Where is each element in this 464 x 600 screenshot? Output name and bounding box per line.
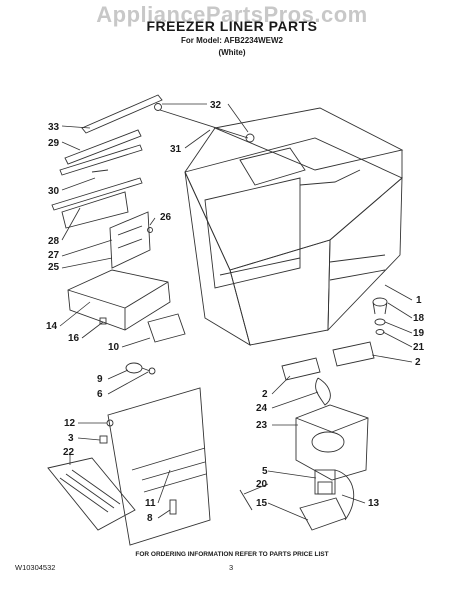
callout-label: 22: [63, 447, 75, 458]
bracket-parts: [109, 211, 153, 269]
callout-label: 11: [145, 498, 156, 509]
callout-label: 3: [68, 433, 74, 444]
callout-label: 18: [413, 313, 425, 324]
ordering-info: FOR ORDERING INFORMATION REFER TO PARTS …: [135, 551, 329, 558]
callout-label: 26: [160, 212, 172, 223]
callout-label: 14: [46, 321, 58, 332]
callout-label: 20: [256, 479, 268, 490]
callout-label: 13: [368, 498, 380, 509]
callout-label: 10: [108, 342, 120, 353]
page-title: FREEZER LINER PARTS: [146, 18, 318, 34]
callout-label: 27: [48, 250, 60, 261]
page-number: 3: [229, 563, 234, 572]
filler-pad-b: [332, 341, 375, 367]
watermark: AppliancePartsPros.com: [96, 2, 368, 27]
callout-label: 24: [256, 403, 268, 414]
callout-label: 6: [97, 389, 103, 400]
freezer-liner-bin: [184, 107, 404, 346]
callout-label: 12: [64, 418, 76, 429]
screw-part-20: [239, 489, 253, 511]
callout-label: 19: [413, 328, 425, 339]
foam-pad: [147, 313, 186, 343]
callout-label: 2: [415, 357, 421, 368]
callout-labels: 33 32 29 31 30 28 26 27 25 1 14 18 16 19…: [46, 100, 425, 524]
callout-label: 23: [256, 420, 268, 431]
callout-label: 33: [48, 122, 60, 133]
model-line: For Model: AFB2234WEW2: [181, 36, 283, 45]
color-line: (White): [218, 48, 246, 57]
callout-label: 29: [48, 138, 60, 149]
callout-label: 31: [170, 144, 182, 155]
leader-lines: [59, 103, 413, 521]
callout-label: 2: [262, 389, 268, 400]
filler-pad-a: [281, 357, 321, 381]
callout-label: 8: [147, 513, 153, 524]
bulb-socket: [125, 362, 156, 375]
callout-label: 32: [210, 100, 222, 111]
rail-parts: [51, 94, 163, 229]
screw-part-8: [169, 499, 177, 515]
fan-assembly: [295, 377, 369, 481]
callout-label: 21: [413, 342, 425, 353]
shelf-rod: [154, 103, 255, 143]
drain-tray: [67, 269, 171, 331]
rear-panel: [99, 387, 211, 546]
motor-assembly: [299, 469, 355, 531]
callout-label: 30: [48, 186, 60, 197]
grommet-parts: [372, 297, 388, 335]
callout-label: 15: [256, 498, 268, 509]
callout-label: 28: [48, 236, 60, 247]
grille: [47, 457, 136, 531]
callout-label: 5: [262, 466, 268, 477]
callout-label: 1: [416, 295, 422, 306]
document-number: W10304532: [15, 563, 56, 572]
callout-label: 25: [48, 262, 60, 273]
callout-label: 16: [68, 333, 80, 344]
callout-label: 9: [97, 374, 103, 385]
